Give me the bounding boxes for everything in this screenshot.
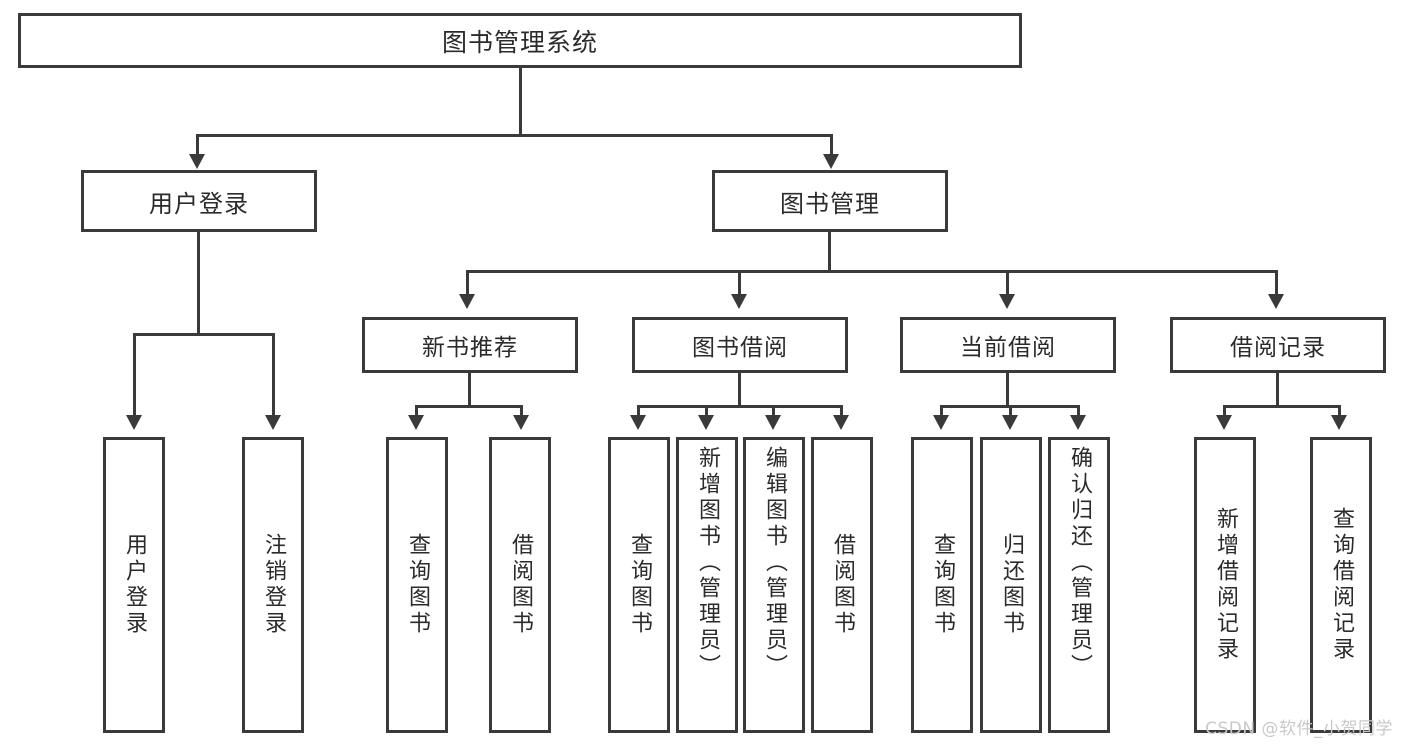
connector-current-borrow-to-leaf-2 [1009, 405, 1012, 417]
connector-root-stem [519, 68, 522, 136]
arrowhead-book-borrow-to-leaf-4 [833, 415, 849, 430]
node-label: 当前借阅 [960, 335, 1056, 361]
arrowhead-borrow-records-to-leaf-2 [1331, 415, 1347, 430]
connector-current-borrow-to-leaf-3 [1077, 405, 1080, 417]
node-label: 借阅记录 [1230, 335, 1326, 361]
node-new-book-recommend[interactable]: 新书推荐 [362, 317, 578, 373]
connector-book-borrow-to-leaf-1 [637, 405, 640, 417]
node-label: 确认归还（管理员） [1067, 446, 1092, 680]
arrowhead-book-borrow-to-leaf-1 [630, 415, 646, 430]
connector-user-login-bus [133, 333, 275, 336]
connector-book-borrow-to-leaf-2 [705, 405, 708, 417]
node-label: 归还图书 [999, 533, 1024, 637]
connector-book-management-bus [466, 270, 1278, 273]
node-label: 图书管理系统 [441, 27, 598, 57]
connector-root-bus [196, 134, 833, 137]
connector-borrow-records-stem [1276, 373, 1279, 407]
leaf-current-borrow-query[interactable]: 查询图书 [911, 437, 973, 733]
leaf-borrow-records-add[interactable]: 新增借阅记录 [1194, 437, 1256, 733]
connector-book-management-stem [828, 232, 831, 272]
node-label: 借阅图书 [508, 533, 533, 637]
node-book-borrow[interactable]: 图书借阅 [632, 317, 848, 373]
connector-borrow-records-to-leaf-1 [1223, 405, 1226, 417]
leaf-new-book-query[interactable]: 查询图书 [386, 437, 448, 733]
arrowhead-root-to-book-management [823, 154, 839, 169]
connector-current-borrow-stem [1006, 373, 1009, 407]
csdn-watermark: CSDN @软件_小贺同学 [1205, 719, 1393, 739]
connector-book-borrow-to-leaf-4 [840, 405, 843, 417]
node-label: 新增图书（管理员） [695, 446, 720, 680]
arrowhead-book-borrow-to-leaf-2 [698, 415, 714, 430]
leaf-borrow-records-query[interactable]: 查询借阅记录 [1310, 437, 1372, 733]
node-label: 注销登录 [261, 533, 286, 637]
node-label: 图书借阅 [692, 335, 788, 361]
leaf-current-borrow-confirm-admin[interactable]: 确认归还（管理员） [1048, 437, 1110, 733]
node-user-login[interactable]: 用户登录 [81, 170, 317, 232]
node-label: 新书推荐 [422, 335, 518, 361]
node-label: 编辑图书（管理员） [762, 446, 787, 680]
connector-current-borrow-to-leaf-1 [940, 405, 943, 417]
arrowhead-bm-to-book-borrow [731, 294, 747, 309]
leaf-book-borrow-query[interactable]: 查询图书 [608, 437, 670, 733]
arrowhead-new-book-to-leaf-1 [408, 415, 424, 430]
connector-root-to-book-management [830, 134, 833, 156]
arrowhead-root-to-user-login [189, 154, 205, 169]
node-label: 借阅图书 [830, 533, 855, 637]
leaf-book-borrow-edit-admin[interactable]: 编辑图书（管理员） [743, 437, 805, 733]
arrowhead-bm-to-borrow-records [1268, 294, 1284, 309]
arrowhead-book-borrow-to-leaf-3 [765, 415, 781, 430]
node-current-borrow[interactable]: 当前借阅 [900, 317, 1116, 373]
leaf-book-borrow-add-admin[interactable]: 新增图书（管理员） [676, 437, 738, 733]
arrowhead-borrow-records-to-leaf-1 [1216, 415, 1232, 430]
leaf-current-borrow-return[interactable]: 归还图书 [980, 437, 1042, 733]
node-label: 查询图书 [930, 533, 955, 637]
connector-bm-to-borrow-records [1275, 270, 1278, 296]
arrowhead-current-borrow-to-leaf-1 [933, 415, 949, 430]
arrowhead-new-book-to-leaf-2 [513, 415, 529, 430]
leaf-new-book-borrow[interactable]: 借阅图书 [489, 437, 551, 733]
connector-new-book-to-leaf-2 [520, 405, 523, 417]
connector-bm-to-new-book [466, 270, 469, 296]
node-label: 用户登录 [122, 533, 147, 637]
node-borrow-records[interactable]: 借阅记录 [1170, 317, 1386, 373]
node-label: 图书管理 [780, 189, 880, 218]
connector-user-login-to-leaf-2 [272, 333, 275, 417]
connector-bm-to-book-borrow [738, 270, 741, 296]
connector-book-borrow-to-leaf-3 [772, 405, 775, 417]
connector-user-login-stem [197, 232, 200, 335]
arrowhead-bm-to-new-book [459, 294, 475, 309]
node-label: 用户登录 [149, 189, 249, 218]
node-root-book-management-system[interactable]: 图书管理系统 [18, 13, 1022, 68]
leaf-user-login-logout[interactable]: 注销登录 [242, 437, 304, 733]
node-label: 查询图书 [405, 533, 430, 637]
connector-book-borrow-bus [637, 405, 843, 408]
node-label: 查询图书 [627, 533, 652, 637]
connector-bm-to-current-borrow [1006, 270, 1009, 296]
connector-new-book-bus [415, 405, 523, 408]
arrowhead-user-login-to-leaf-1 [126, 415, 142, 430]
arrowhead-user-login-to-leaf-2 [265, 415, 281, 430]
connector-borrow-records-bus [1223, 405, 1341, 408]
node-label: 新增借阅记录 [1213, 507, 1238, 663]
leaf-user-login-login[interactable]: 用户登录 [103, 437, 165, 733]
connector-new-book-to-leaf-1 [415, 405, 418, 417]
arrowhead-current-borrow-to-leaf-3 [1070, 415, 1086, 430]
connector-user-login-to-leaf-1 [133, 333, 136, 417]
connector-new-book-stem [468, 373, 471, 407]
arrowhead-bm-to-current-borrow [999, 294, 1015, 309]
node-label: 查询借阅记录 [1329, 507, 1354, 663]
node-book-management[interactable]: 图书管理 [712, 170, 948, 232]
arrowhead-current-borrow-to-leaf-2 [1002, 415, 1018, 430]
connector-root-to-user-login [196, 134, 199, 156]
connector-borrow-records-to-leaf-2 [1338, 405, 1341, 417]
connector-book-borrow-stem [738, 373, 741, 407]
leaf-book-borrow-borrow[interactable]: 借阅图书 [811, 437, 873, 733]
